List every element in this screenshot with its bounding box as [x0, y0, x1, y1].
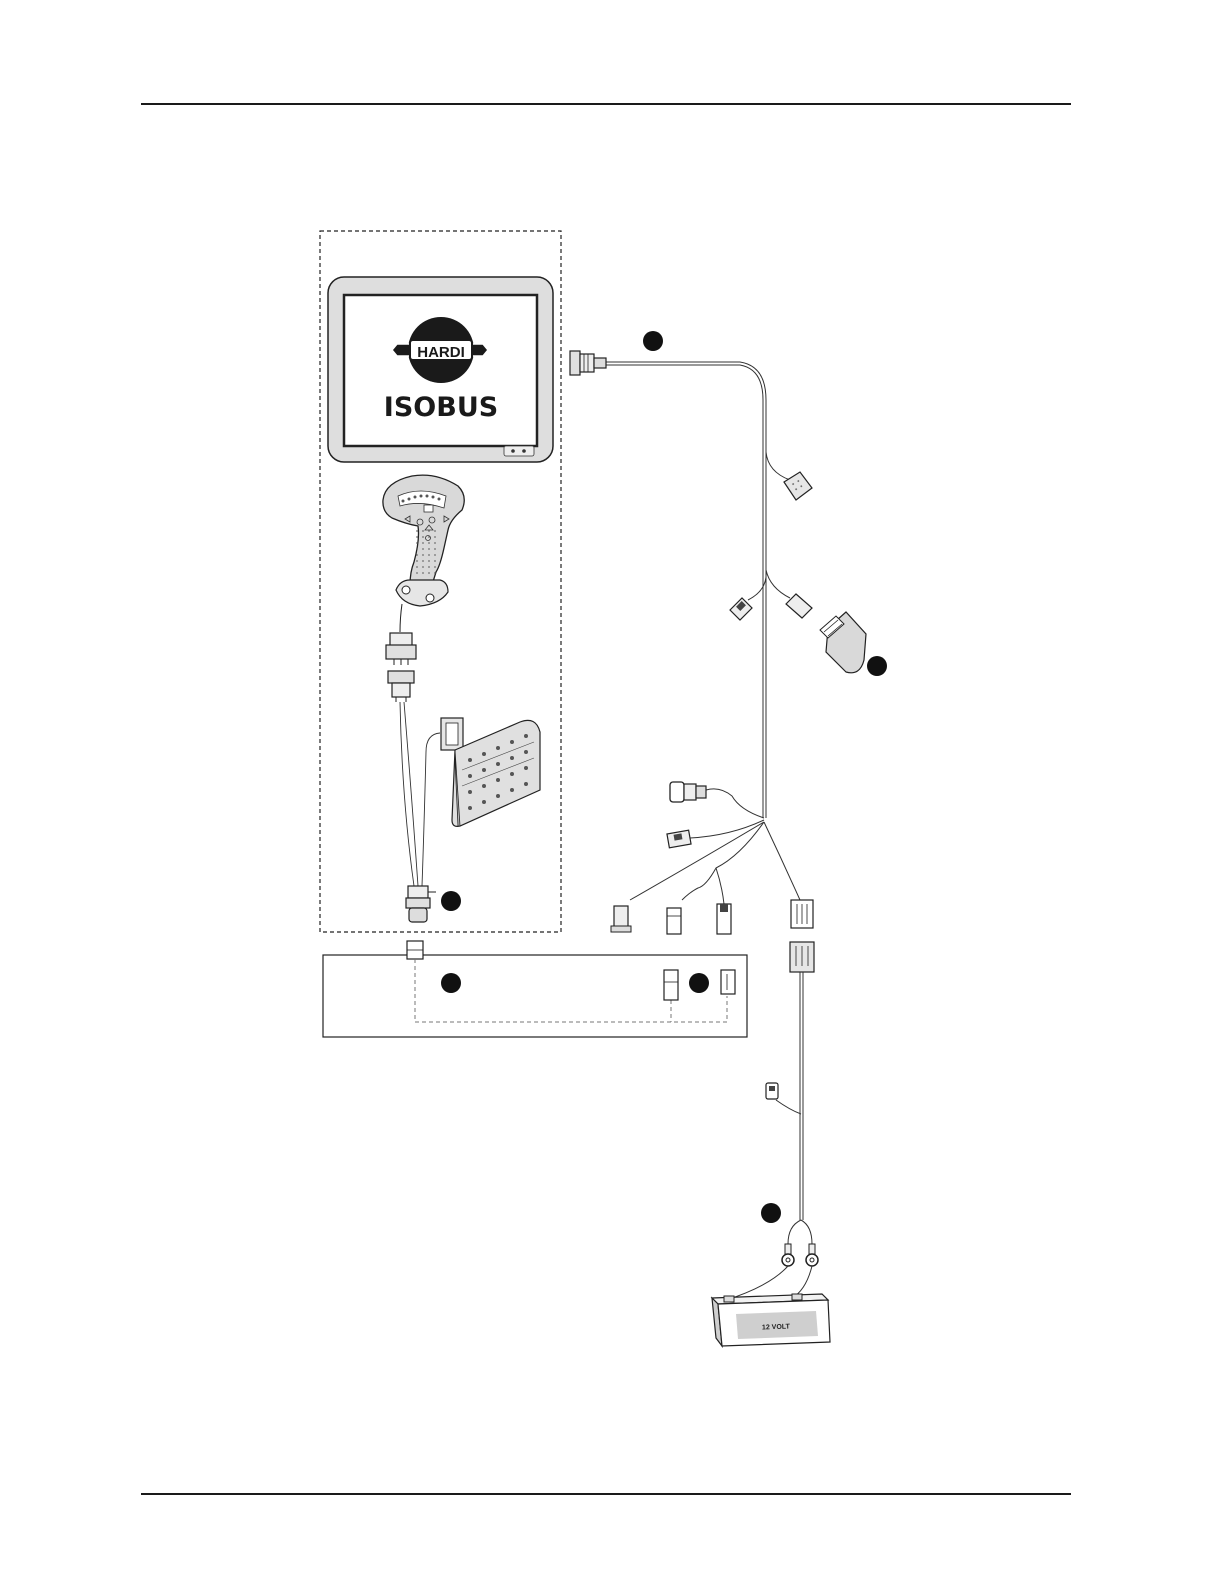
hardi-logo-text: HARDI	[417, 344, 465, 361]
callout-power-plug	[867, 656, 887, 676]
cab-round-connector	[406, 886, 436, 922]
battery-12v: 12 VOLT	[712, 1294, 830, 1346]
callout-joystick-connector	[441, 891, 461, 911]
harness-left-branch-connector	[730, 598, 752, 620]
callout-harness-main	[643, 331, 663, 351]
main-harness	[606, 362, 800, 904]
harness-round-plug	[670, 782, 706, 802]
cab-panel-box	[323, 955, 747, 1037]
terminal-buttons	[504, 446, 534, 456]
isobus-terminal: HARDI ISOBUS	[328, 277, 553, 462]
terminal-button-led	[522, 449, 526, 453]
panel-relay-right	[721, 970, 735, 994]
battery-cable	[776, 972, 812, 1244]
harness-bottom-connector-mid	[667, 908, 681, 934]
joystick-cable	[400, 702, 414, 886]
isobus-label: ISOBUS	[384, 392, 498, 423]
callout-cab-box-left	[441, 973, 461, 993]
joystick-grip	[383, 475, 464, 632]
switchbox-cable	[422, 733, 440, 886]
callout-battery-cable	[761, 1203, 781, 1223]
battery-cable-fuse	[766, 1083, 778, 1099]
joystick-connector-pair	[386, 633, 416, 702]
battery-ring-terminals	[726, 1244, 818, 1300]
harness-battery-connector	[790, 900, 814, 972]
harness-power-plug-connector	[786, 594, 866, 673]
joystick-cable	[404, 702, 418, 886]
harness-display-connector	[570, 351, 606, 375]
terminal-button-led	[511, 449, 515, 453]
panel-relay-left	[664, 970, 678, 1000]
harness-gps-connector	[784, 472, 812, 500]
harness-bottom-connector-right	[717, 904, 731, 934]
battery-label: 12 VOLT	[762, 1323, 791, 1331]
panel-internal-wiring	[415, 959, 727, 1022]
harness-bottom-connector-left	[611, 906, 631, 932]
switch-box	[441, 718, 540, 826]
harness-small-plug	[667, 830, 691, 848]
callout-cab-box-right	[689, 973, 709, 993]
